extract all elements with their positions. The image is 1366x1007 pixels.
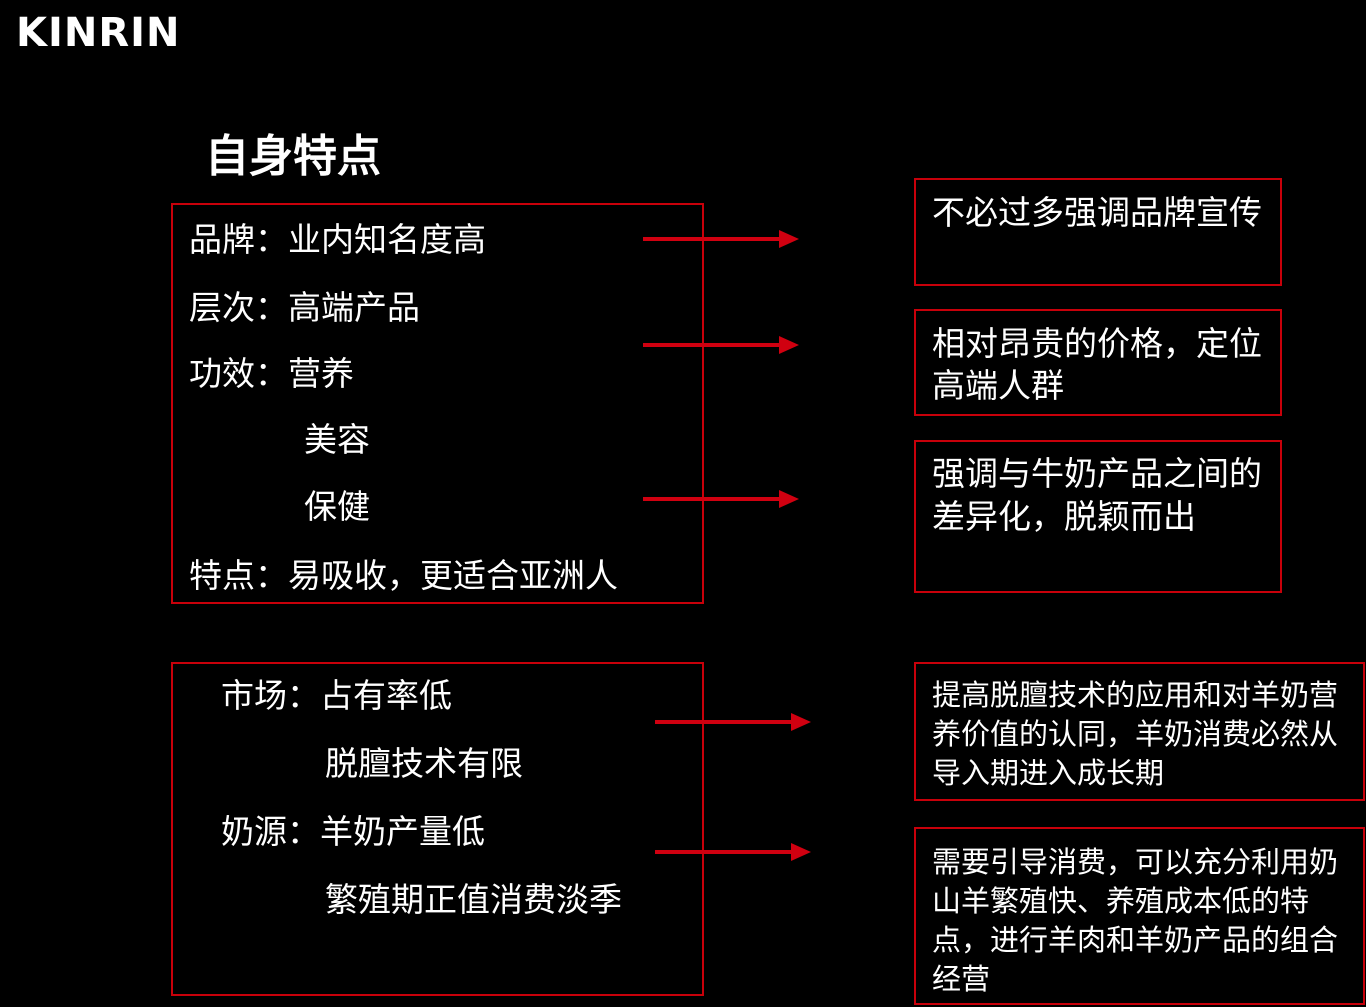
conclusion-box-brand: 不必过多强调品牌宣传 [914, 178, 1282, 286]
feature-line-effect: 功效：营养 [189, 354, 354, 393]
conclusion-box-price: 相对昂贵的价格，定位高端人群 [914, 309, 1282, 416]
feature-line-health: 保健 [304, 487, 370, 526]
conclusion-text-tech: 提高脱膻技术的应用和对羊奶营养价值的认同，羊奶消费必然从导入期进入成长期 [932, 678, 1339, 790]
feature-line-beauty: 美容 [304, 420, 370, 459]
arrow-icon [643, 228, 799, 250]
conclusion-text-price: 相对昂贵的价格，定位高端人群 [932, 324, 1262, 405]
arrow-icon [643, 334, 799, 356]
arrow-icon [655, 711, 811, 733]
conclusion-box-consumption: 需要引导消费，可以充分利用奶山羊繁殖快、养殖成本低的特点，进行羊肉和羊奶产品的组… [914, 827, 1365, 1005]
conclusion-box-differentiation: 强调与牛奶产品之间的差异化，脱颖而出 [914, 440, 1282, 593]
features-box: 品牌：业内知名度高 层次：高端产品 功效：营养 美容 保健 特点：易吸收，更适合… [171, 203, 704, 604]
feature-line-brand: 品牌：业内知名度高 [189, 220, 486, 259]
market-box: 市场：占有率低 脱膻技术有限 奶源：羊奶产量低 繁殖期正值消费淡季 [171, 662, 704, 996]
market-line-tech: 脱膻技术有限 [325, 744, 523, 783]
feature-line-level: 层次：高端产品 [189, 288, 420, 327]
conclusion-text-consumption: 需要引导消费，可以充分利用奶山羊繁殖快、养殖成本低的特点，进行羊肉和羊奶产品的组… [932, 845, 1339, 996]
arrow-icon [643, 488, 799, 510]
market-line-source: 奶源：羊奶产量低 [221, 812, 485, 851]
conclusion-box-tech: 提高脱膻技术的应用和对羊奶营养价值的认同，羊奶消费必然从导入期进入成长期 [914, 662, 1365, 801]
conclusion-text-brand: 不必过多强调品牌宣传 [932, 193, 1262, 232]
market-line-share: 市场：占有率低 [221, 676, 452, 715]
feature-line-trait: 特点：易吸收，更适合亚洲人 [189, 556, 618, 595]
arrow-icon [655, 841, 811, 863]
page-title: 自身特点 [205, 131, 381, 182]
market-line-season: 繁殖期正值消费淡季 [325, 880, 622, 919]
brand-logo: KINRIN [16, 10, 181, 56]
conclusion-text-differentiation: 强调与牛奶产品之间的差异化，脱颖而出 [932, 454, 1262, 536]
